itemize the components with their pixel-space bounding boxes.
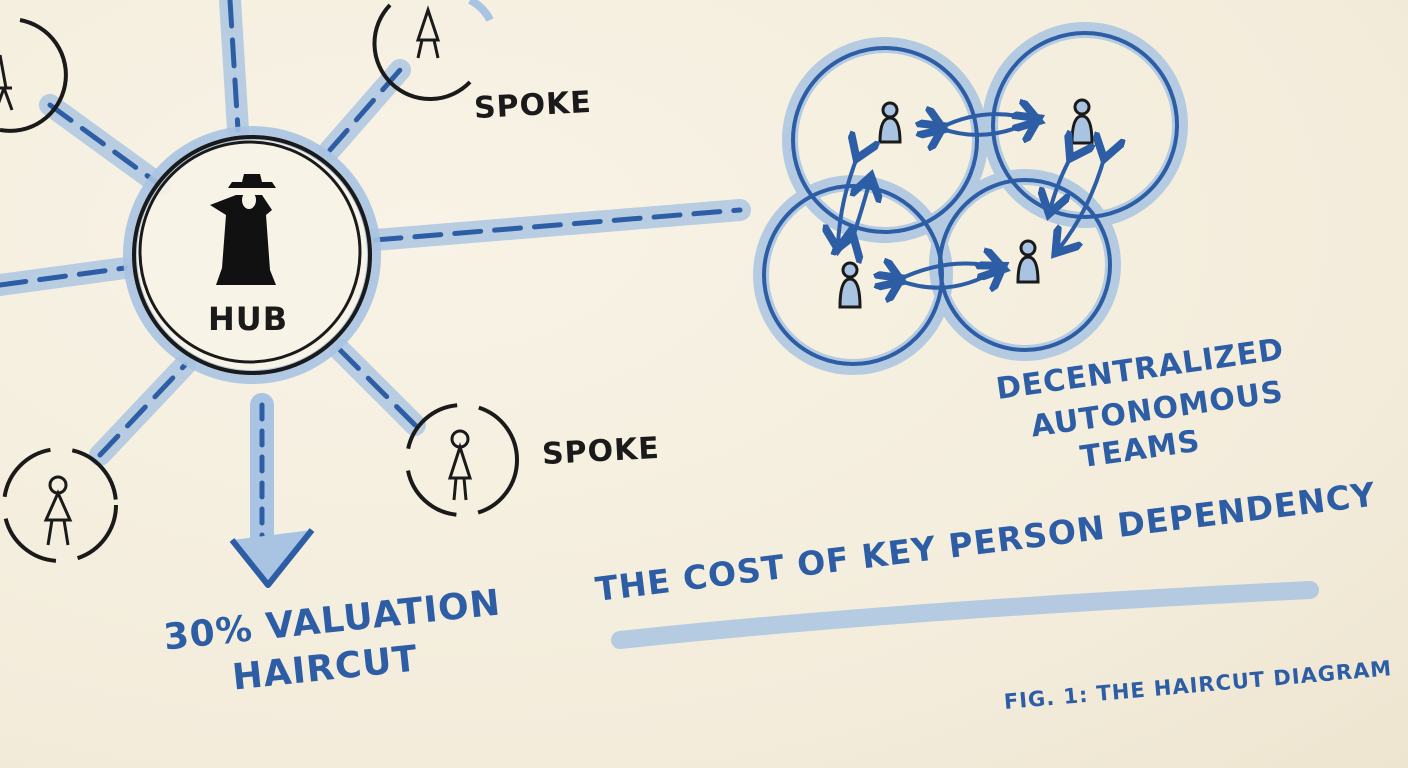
spoke-node-top-right [372, 0, 494, 101]
spoke-label-top: SPOKE [473, 84, 593, 127]
spoke-node-top-left [0, 18, 68, 133]
person-icon [838, 261, 862, 309]
downward-arrow-icon [229, 393, 315, 588]
team-circles [753, 22, 1188, 375]
cloaked-figure-icon [210, 174, 276, 285]
hub-label: HUB [208, 300, 289, 338]
spoke-node-bottom-left [2, 447, 118, 563]
hub-node [123, 126, 381, 384]
spoke-connectors [0, 0, 751, 466]
title-underline [611, 581, 1319, 649]
collaboration-arrows [838, 114, 1105, 288]
team-member-icons [838, 98, 1094, 309]
person-icon [1016, 239, 1040, 284]
spoke-node-bottom-right [405, 403, 519, 517]
person-icon [878, 101, 902, 144]
person-icon [1070, 98, 1094, 145]
spoke-label-bottom: SPOKE [541, 430, 661, 473]
